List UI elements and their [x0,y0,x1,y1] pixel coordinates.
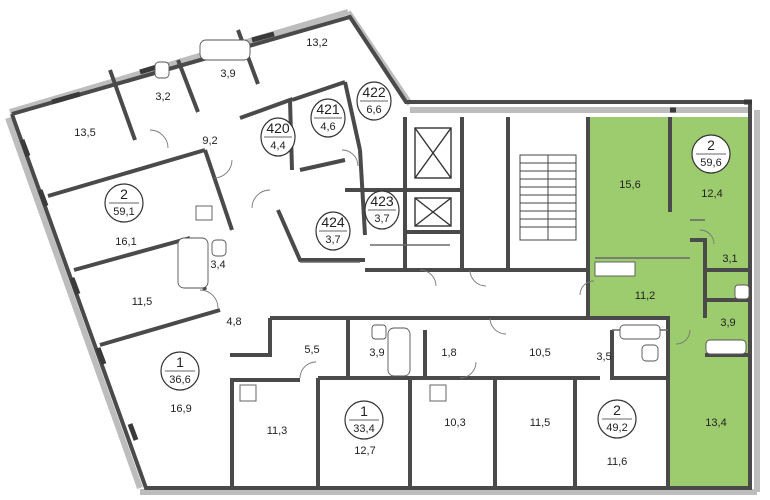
storage-area: 4,4 [270,140,285,152]
room-area-label: 13,4 [705,417,726,429]
apartment-badge[interactable]: 1 33,4 [344,400,384,440]
apartment-badges: 2 59,1 1 36,6 1 33,4 2 49,2 2 59,6 [104,134,731,440]
storage-number: 421 [316,101,340,117]
room-area-label: 11,3 [267,425,288,437]
room-area-label: 3,9 [369,347,384,359]
bathroom-fixtures [154,39,750,402]
storage-number: 423 [370,193,394,209]
door-swings [149,129,715,379]
apartment-rooms: 1 [176,354,184,370]
room-area-label: 12,4 [701,188,722,200]
room-labels: 13,2 3,9 3,2 13,5 9,2 16,1 3,4 11,5 4,8 … [74,37,737,468]
room-area-label: 10,5 [529,347,550,359]
highlighted-apartment[interactable] [588,117,752,490]
apartment-area: 49,2 [606,422,627,434]
room-area-label: 13,2 [306,37,327,49]
room-area-label: 1,8 [441,347,456,359]
storage-area: 6,6 [366,104,381,116]
apartment-area: 36,6 [169,374,190,386]
room-area-label: 11,5 [132,296,153,308]
storage-number: 422 [362,84,386,100]
storage-badge[interactable]: 421 4,6 [310,98,346,138]
interior-walls [47,29,750,490]
apartment-area: 59,1 [113,206,134,218]
storage-badge[interactable]: 423 3,7 [364,190,400,230]
room-area-label: 3,9 [720,317,735,329]
room-area-label: 12,7 [354,445,375,457]
storage-badges: 420 4,4 421 4,6 422 6,6 423 3,7 424 3,7 [260,81,400,251]
room-area-label: 3,9 [220,68,235,80]
apartment-badge[interactable]: 2 49,2 [597,399,637,439]
storage-area: 3,7 [325,234,340,246]
apartment-rooms: 1 [360,403,368,419]
storage-number: 424 [321,214,345,230]
room-area-label: 13,5 [74,127,95,139]
room-area-label: 5,5 [304,344,319,356]
outer-walls [10,14,752,490]
room-area-label: 3,5 [596,351,611,363]
storage-badge[interactable]: 420 4,4 [260,117,296,157]
room-area-label: 3,4 [210,259,225,271]
room-area-label: 15,6 [619,179,640,191]
storage-badge[interactable]: 424 3,7 [315,211,351,251]
room-area-label: 11,2 [635,290,656,302]
room-area-label: 16,1 [115,236,136,248]
room-area-label: 10,3 [444,417,465,429]
apartment-rooms: 2 [120,186,128,202]
staircase [519,154,577,241]
apartment-badge[interactable]: 2 59,6 [691,134,731,174]
room-area-label: 11,6 [607,456,628,468]
room-area-label: 9,2 [202,135,217,147]
apartment-badge[interactable]: 2 59,1 [104,183,144,223]
room-area-label: 16,9 [170,403,191,415]
elevator-shafts [414,127,452,227]
storage-area: 3,7 [374,213,389,225]
storage-area: 4,6 [320,121,335,133]
storage-number: 420 [266,120,290,136]
apartment-rooms: 2 [613,402,621,418]
room-area-label: 11,5 [530,417,551,429]
apartment-badge[interactable]: 1 36,6 [160,351,200,391]
apartment-area: 59,6 [700,157,721,169]
room-area-label: 4,8 [226,316,241,328]
room-area-label: 3,2 [155,91,170,103]
apartment-area: 33,4 [353,423,374,435]
apartment-rooms: 2 [707,137,715,153]
room-area-label: 3,1 [722,253,737,265]
storage-badge[interactable]: 422 6,6 [356,81,392,121]
